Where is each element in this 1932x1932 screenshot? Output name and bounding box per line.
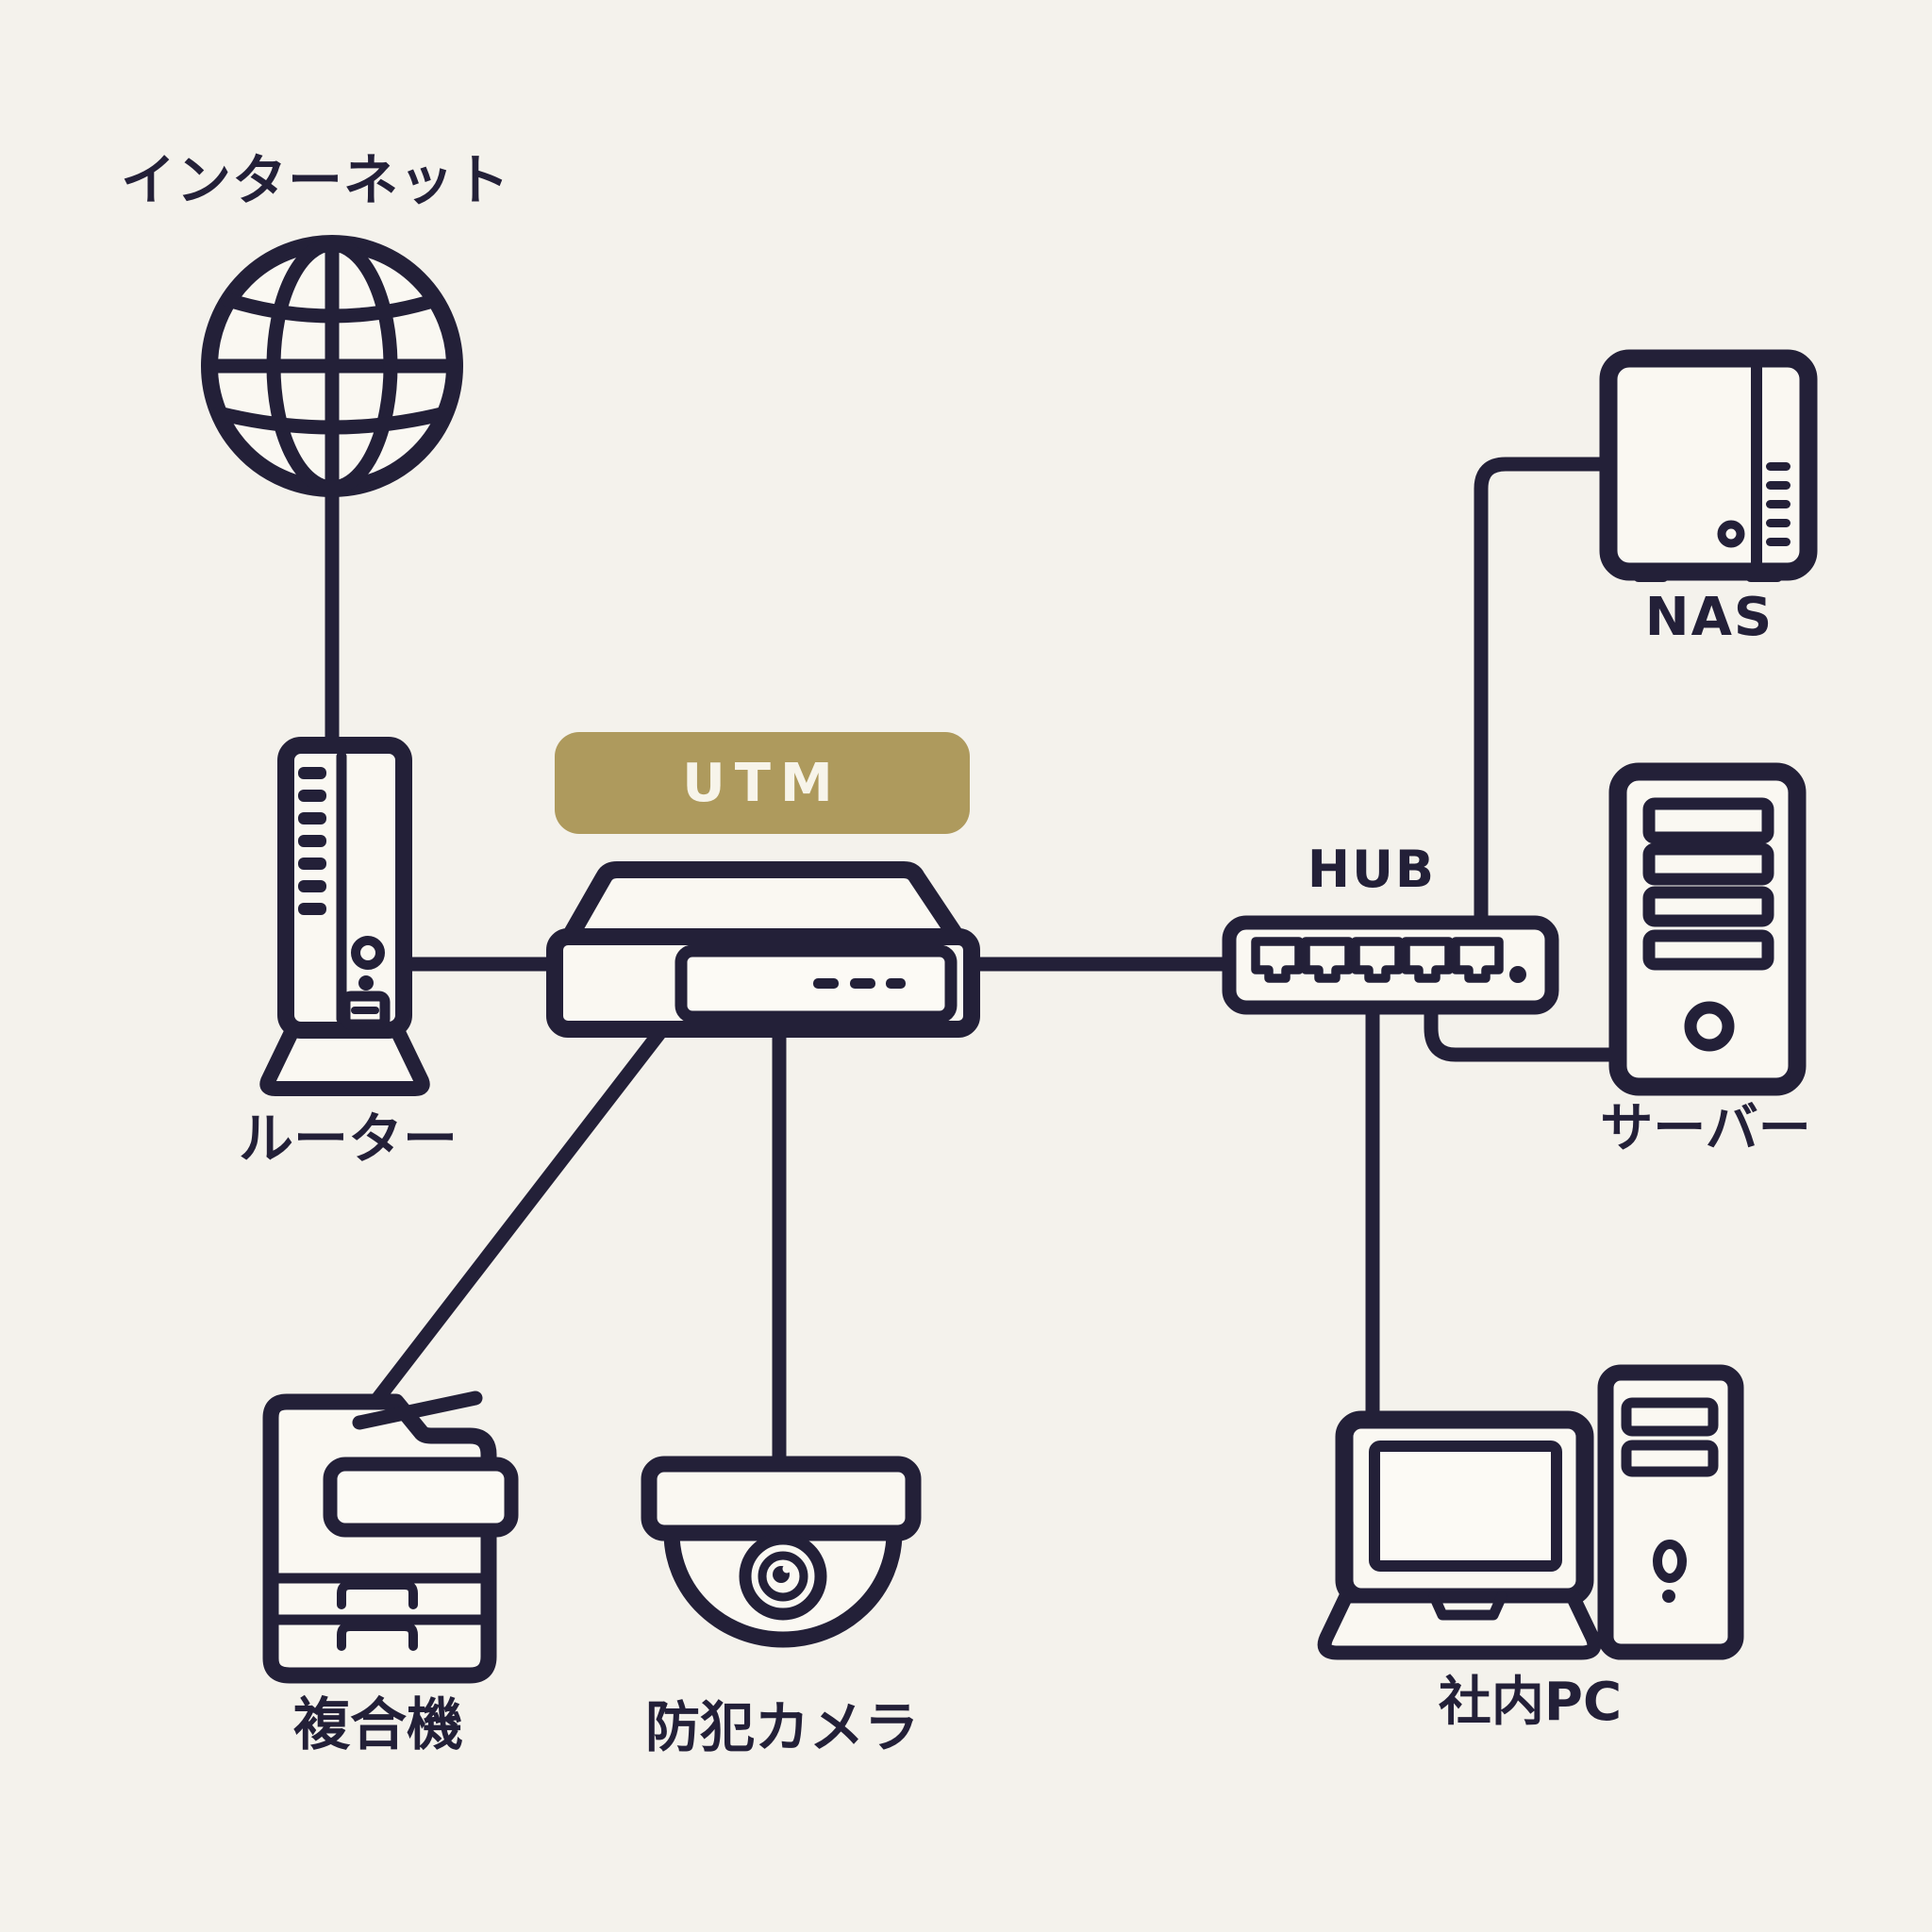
printer-body [262, 1393, 497, 1684]
router-label: ルーター [238, 1107, 458, 1171]
tower-bay [1621, 1397, 1719, 1437]
server-power-button [1684, 1001, 1735, 1052]
camera-lens-inner [758, 1551, 808, 1602]
server-tower-icon [1608, 762, 1807, 1096]
server-bay [1642, 842, 1774, 886]
network-switch-icon [1222, 915, 1559, 1015]
laptop-and-desktop-icon [1317, 1364, 1744, 1660]
hub-ports [1251, 937, 1504, 983]
hub-port [1451, 937, 1504, 983]
printer-drawer-handle [337, 1622, 418, 1651]
internet-label: インターネット [121, 148, 511, 212]
globe-latitude-upper [221, 292, 443, 324]
utm-status-dashes [813, 978, 906, 989]
printer-open-lid [352, 1391, 483, 1430]
laptop-trackpad-notch [1428, 1591, 1507, 1621]
utm-appliance-icon [546, 861, 980, 1038]
printer-drawer-handle [337, 1580, 418, 1609]
router-led-dot [358, 975, 374, 991]
router-vents [298, 767, 326, 915]
utm-label: UTM [682, 752, 842, 814]
hub-port [1251, 937, 1304, 983]
pc-label: 社内PC [1438, 1672, 1623, 1733]
tower-bay [1621, 1440, 1719, 1477]
globe-latitude-lower [211, 406, 453, 435]
printer-output-tray [323, 1457, 519, 1538]
laptop-screen-inner [1369, 1441, 1562, 1572]
server-bay [1642, 929, 1774, 971]
camera-mount-bar [641, 1456, 922, 1541]
nas-vents [1766, 462, 1790, 546]
multifunction-printer-icon [262, 1391, 519, 1684]
hub-led-dot [1509, 966, 1526, 983]
server-bay [1642, 797, 1774, 844]
laptop-base [1317, 1589, 1602, 1660]
hub-port [1301, 937, 1354, 983]
tower-power-button [1653, 1540, 1687, 1583]
nas-icon [1599, 349, 1818, 582]
router-icon [259, 737, 430, 1096]
printer-label: 複合機 [293, 1692, 463, 1758]
server-bay [1642, 886, 1774, 927]
edge-hub-server [1424, 994, 1634, 1062]
connection-lines [325, 457, 1634, 1479]
router-base [259, 1019, 430, 1096]
edge-utm-printer [352, 1024, 668, 1430]
camera-label: 防犯カメラ [644, 1695, 919, 1759]
hub-port [1401, 937, 1454, 983]
camera-lens-highlight [782, 1564, 791, 1574]
nas-label: NAS [1644, 587, 1774, 648]
globe-icon [201, 235, 463, 497]
server-label: サーバー [1600, 1098, 1811, 1159]
router-port [340, 991, 391, 1030]
nas-foot [1633, 570, 1669, 582]
camera-dome [663, 1524, 903, 1648]
router-led-ring [351, 936, 385, 970]
hub-port [1351, 937, 1404, 983]
tower-led-dot [1662, 1590, 1675, 1603]
utm-label-banner: UTM [555, 732, 970, 834]
camera-lens-outer [739, 1532, 827, 1621]
hub-label: HUB [1307, 840, 1437, 899]
dome-camera-icon [641, 1456, 922, 1648]
edge-hub-nas [1474, 457, 1623, 934]
nas-foot [1745, 570, 1783, 582]
nas-button [1717, 520, 1745, 548]
utm-top-face [561, 861, 965, 945]
globe-meridian-ellipse [266, 237, 398, 495]
